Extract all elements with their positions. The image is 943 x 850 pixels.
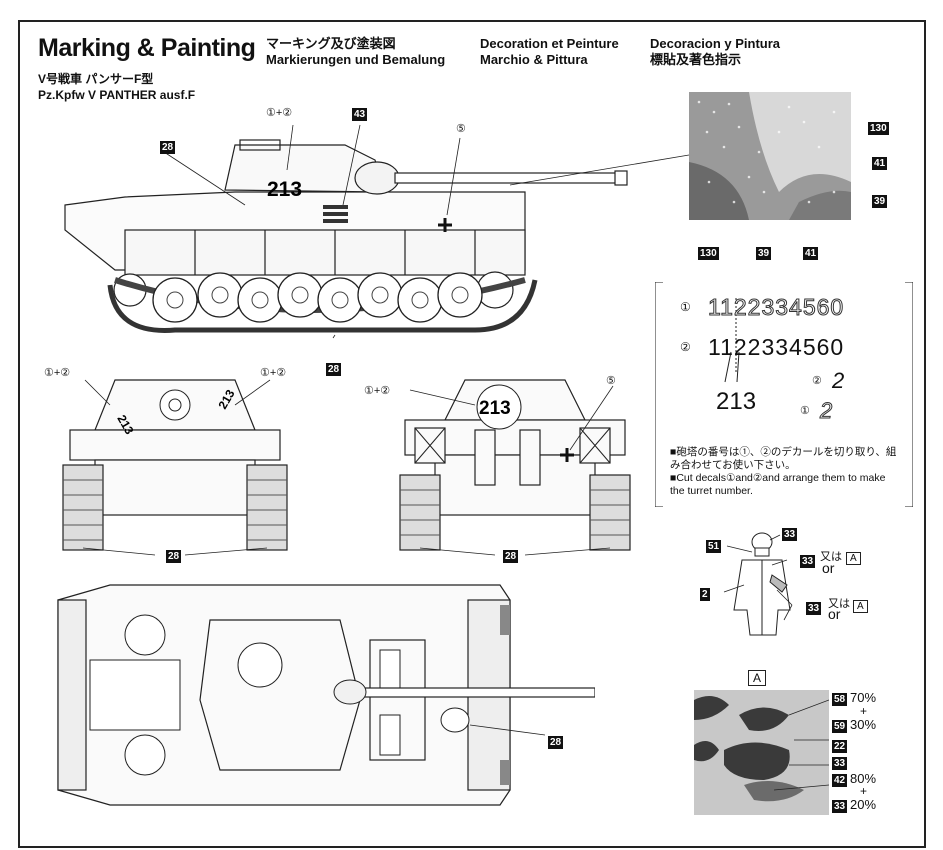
- side-callout-decal5: ⑤: [456, 123, 466, 135]
- es-title: Decoracion y Pintura: [650, 36, 781, 51]
- front-callout-28: 28: [166, 550, 182, 563]
- de-title: Markierungen und Bemalung: [266, 52, 446, 67]
- side-callout-28-bottom: 28: [326, 363, 342, 376]
- mix-panel-label: A: [748, 670, 767, 686]
- mix1-color-b-pct: 30%: [850, 717, 877, 732]
- figure-label-33-bottom: 33: [806, 602, 822, 615]
- decal-combined-number: 213: [716, 388, 757, 415]
- top-view-drawing: [57, 584, 595, 806]
- decal-note-jp: ■砲塔の番号は①、②のデカールを切り取り、組み合わせてお使い下さい。: [670, 446, 897, 471]
- front-view-drawing: 213 213: [62, 379, 288, 556]
- decal-small-mark1: ①: [800, 405, 810, 417]
- model-en: Pz.Kpfw V PANTHER ausf.F: [38, 88, 196, 102]
- mix1-plus: +: [860, 704, 868, 718]
- decal-small-glyph-black: 2: [832, 368, 845, 393]
- camo-label-39-right: 39: [872, 195, 888, 208]
- mix1-color-b: 59: [832, 720, 848, 733]
- figure-label-33-mid: 33: [800, 555, 816, 568]
- figure-ref-a-1: A: [846, 552, 861, 565]
- figure-or-en-2: or: [828, 606, 841, 622]
- decal-small-glyph-white: 2: [819, 398, 833, 424]
- mix-panel-swatch: [694, 690, 829, 815]
- decal-small-mark2: ②: [812, 375, 822, 387]
- camo-label-130-right: 130: [868, 122, 889, 135]
- figure-label-51: 51: [706, 540, 722, 553]
- figure-ref-a-2: A: [853, 600, 868, 613]
- mix-color-22: 22: [832, 740, 848, 753]
- rear-view-drawing: 213: [399, 379, 631, 556]
- top-callout-28: 28: [548, 736, 564, 749]
- camo-swatch: [689, 92, 851, 220]
- mix2-color-a-pct: 80%: [850, 771, 877, 786]
- page-title: Marking & Painting: [38, 34, 256, 62]
- figure-label-2: 2: [700, 588, 710, 601]
- it-title: Marchio & Pittura: [480, 52, 588, 67]
- figure-or-jp-2: 又は: [828, 598, 850, 610]
- decal-row2-mark: ②: [680, 340, 691, 354]
- decal-note-en: ■Cut decals①and②and arrange them to make…: [670, 472, 886, 497]
- page-border: [18, 20, 926, 848]
- mix2-plus: +: [860, 784, 868, 798]
- rear-turret-number: 213: [479, 398, 511, 419]
- mix-color-33: 33: [832, 757, 848, 770]
- rear-callout-28: 28: [503, 550, 519, 563]
- camo-label-41-bottom: 41: [803, 247, 819, 260]
- mix1-color-a: 58: [832, 693, 848, 706]
- camo-label-41-right: 41: [872, 157, 888, 170]
- swatch-leader: [509, 154, 690, 186]
- figure-or-jp-1: 又は: [820, 551, 842, 563]
- mix2-color-a: 42: [832, 774, 848, 787]
- decal-row1-digits: 1122334560: [707, 294, 845, 321]
- jp-title: マーキング及び塗装図: [266, 36, 396, 51]
- side-callout-43: 43: [352, 108, 368, 121]
- camo-label-39-bottom: 39: [756, 247, 772, 260]
- side-callout-28-top: 28: [160, 141, 176, 154]
- rear-callout-decal12: ①+②: [364, 385, 391, 397]
- fr-title: Decoration et Peinture: [480, 36, 619, 51]
- side-callout-decal12: ①+②: [266, 107, 293, 119]
- mix2-color-b-pct: 20%: [850, 797, 877, 812]
- figure-label-33-top: 33: [782, 528, 798, 541]
- mix2-color-b: 33: [832, 800, 848, 813]
- cn-title: 標貼及著色指示: [650, 52, 742, 67]
- model-jp: V号戦車 パンサーF型: [38, 72, 154, 86]
- camo-label-130-bottom: 130: [698, 247, 719, 260]
- side-turret-number: 213: [267, 178, 302, 201]
- decal-row1-mark: ①: [680, 300, 691, 314]
- decal-sheet-box: [655, 282, 913, 507]
- decal-row2-digits: 1122334560: [708, 334, 845, 360]
- front-callout-left: ①+②: [44, 367, 71, 379]
- side-view-drawing: 213: [64, 124, 628, 339]
- crew-figure-drawing: [723, 532, 793, 636]
- front-callout-right: ①+②: [260, 367, 287, 379]
- rear-callout-decal5: ⑤: [606, 375, 616, 387]
- figure-or-en-1: or: [822, 560, 835, 576]
- mix1-color-a-pct: 70%: [850, 690, 877, 705]
